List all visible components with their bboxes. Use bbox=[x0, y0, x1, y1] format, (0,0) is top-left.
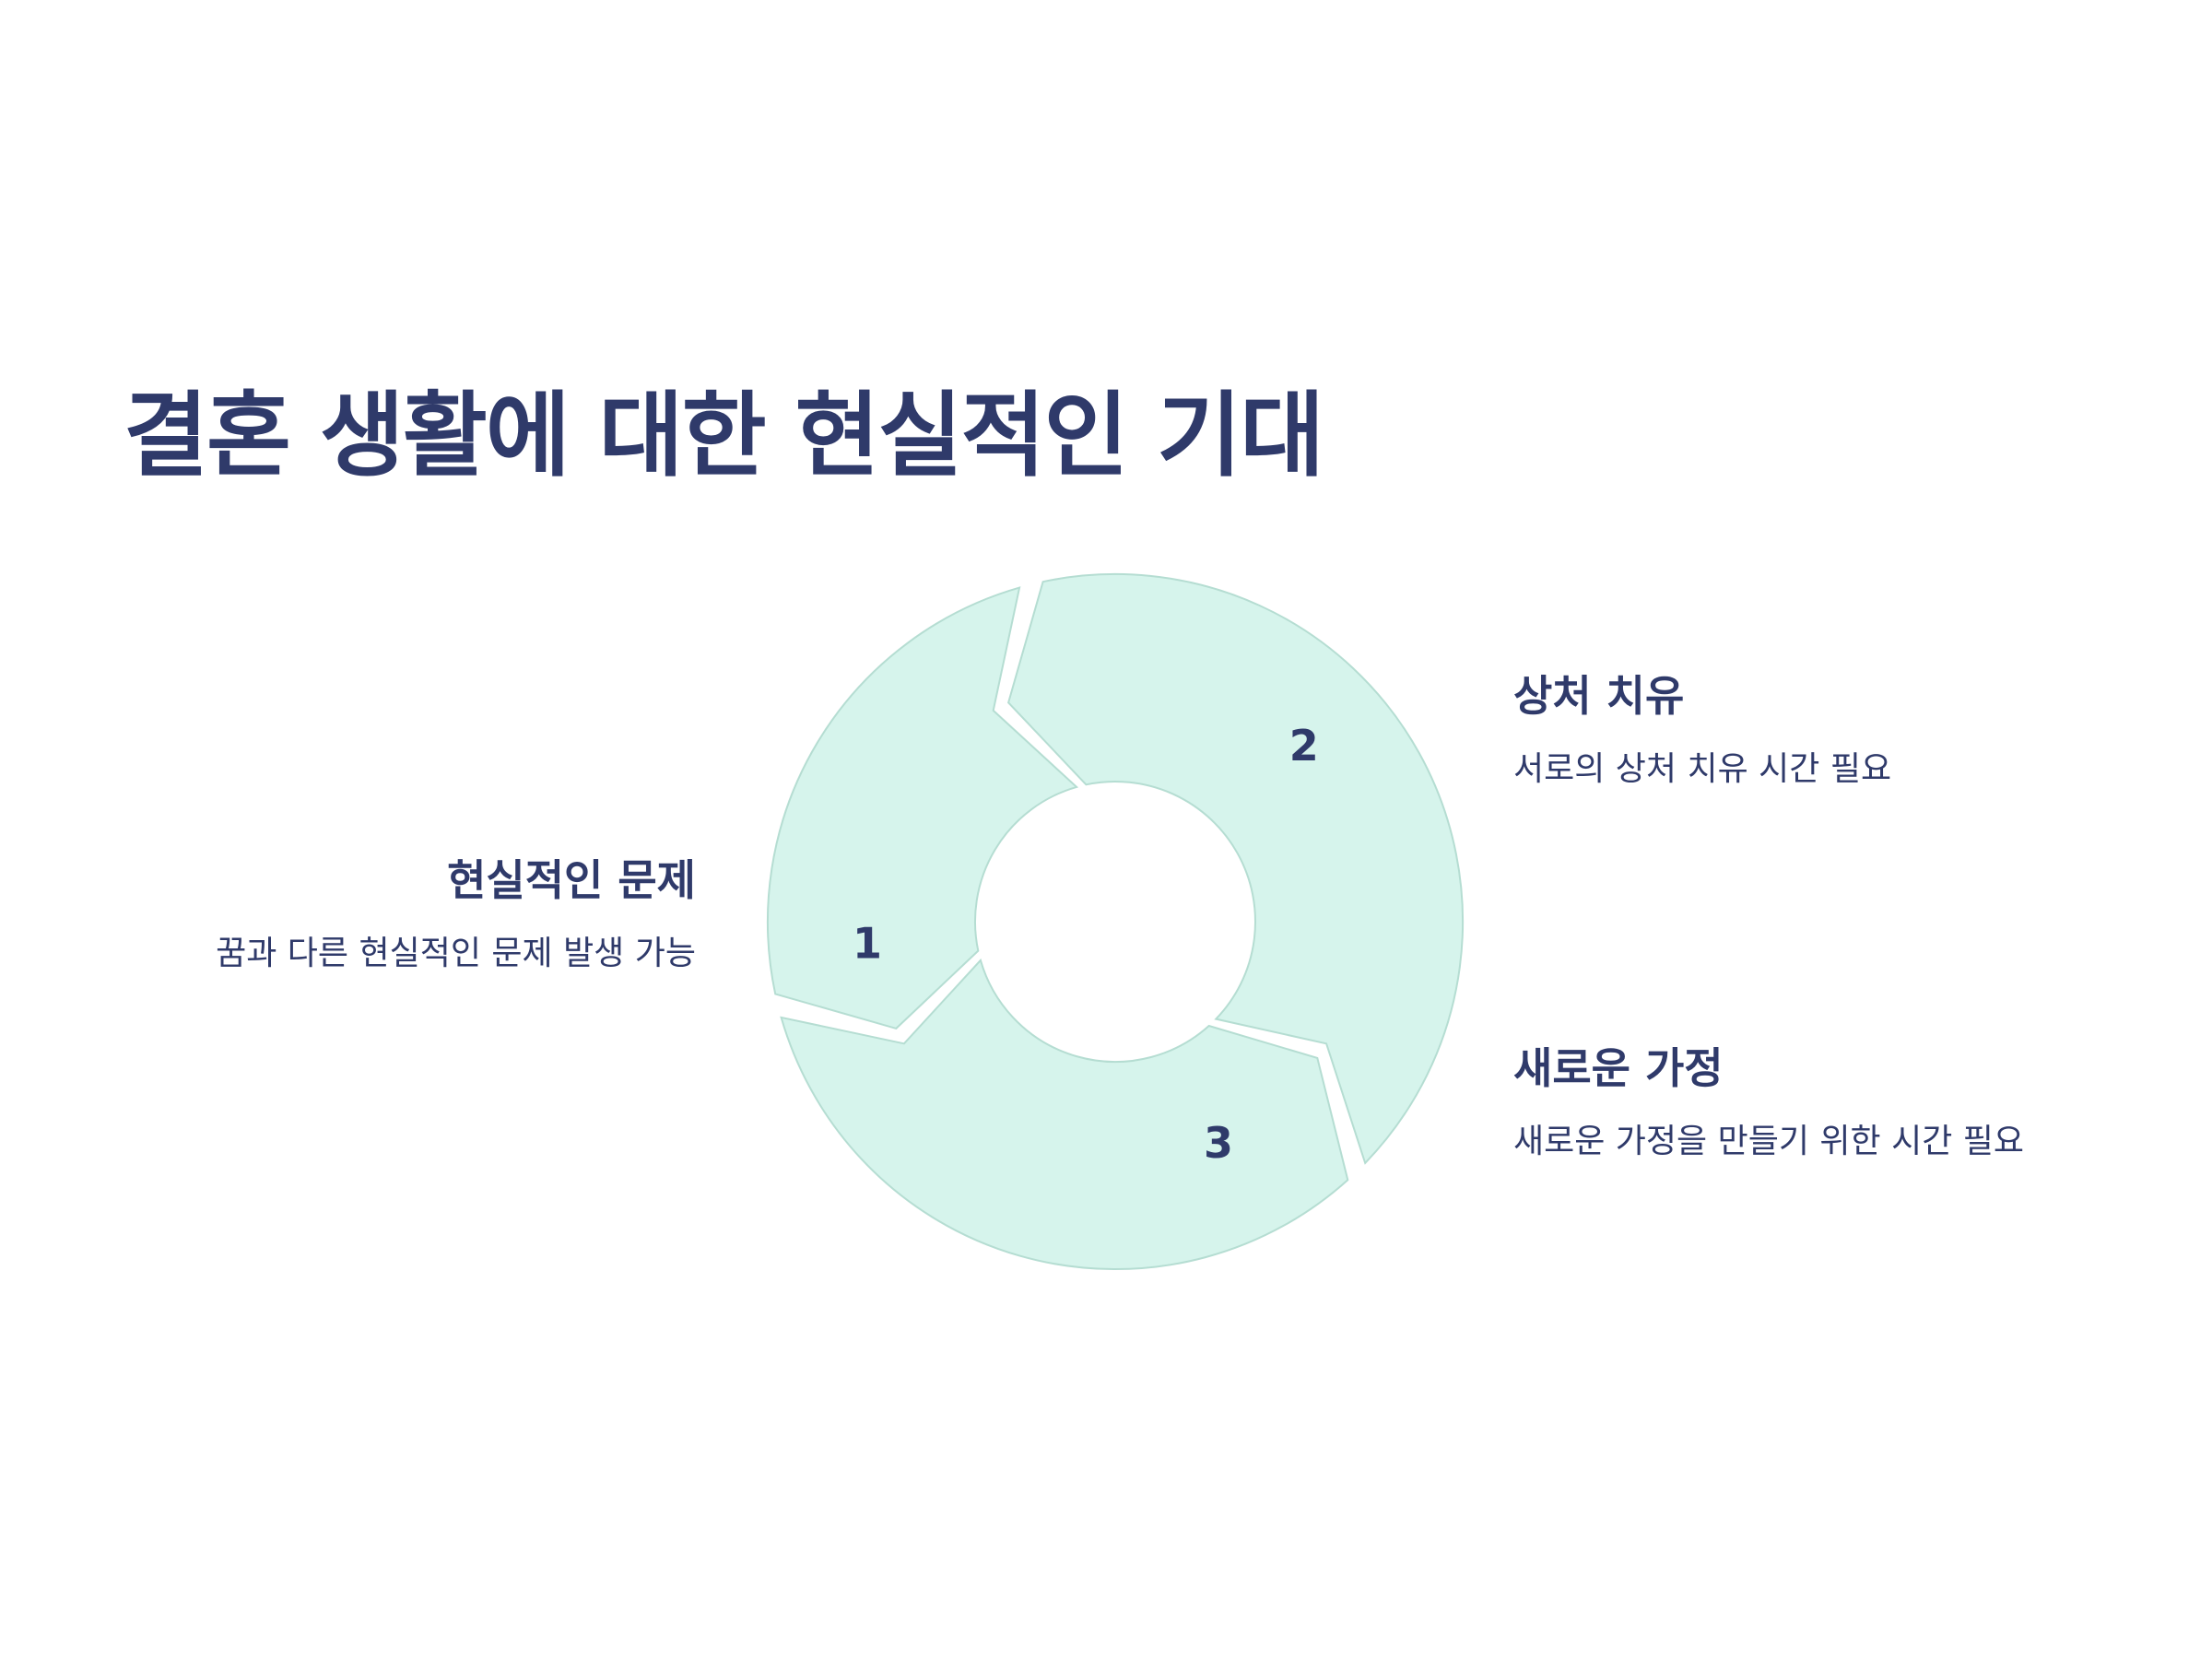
cycle-step-number-3: 3 bbox=[1204, 1118, 1233, 1168]
step-1-label: 현실적인 문제 꿈과 다른 현실적인 문제 발생 가능 bbox=[216, 855, 696, 973]
cycle-diagram: 1 2 3 bbox=[756, 562, 1475, 1281]
step-2-label: 상처 치유 서로의 상처 치유 시간 필요 bbox=[1513, 671, 1891, 789]
step-3-label: 새로운 가정 새로운 가정을 만들기 위한 시간 필요 bbox=[1513, 1043, 2024, 1161]
cycle-step-number-2: 2 bbox=[1289, 721, 1319, 771]
step-3-description: 새로운 가정을 만들기 위한 시간 필요 bbox=[1513, 1123, 2025, 1161]
cycle-segment-3 bbox=[766, 586, 1079, 1030]
step-2-heading: 상처 치유 bbox=[1513, 671, 1685, 721]
cycle-segment-2 bbox=[780, 958, 1349, 1271]
cycle-segment-1 bbox=[1006, 572, 1465, 1165]
cycle-step-number-1: 1 bbox=[853, 919, 882, 969]
step-3-heading: 새로운 가정 bbox=[1513, 1043, 1724, 1093]
step-1-heading: 현실적인 문제 bbox=[447, 855, 696, 905]
cycle-diagram-svg: 1 2 3 bbox=[766, 572, 1465, 1271]
step-2-description: 서로의 상처 치유 시간 필요 bbox=[1513, 750, 1892, 789]
page-title: 결혼 생활에 대한 현실적인 기대 bbox=[124, 382, 1324, 489]
step-1-description: 꿈과 다른 현실적인 문제 발생 가능 bbox=[216, 935, 696, 973]
